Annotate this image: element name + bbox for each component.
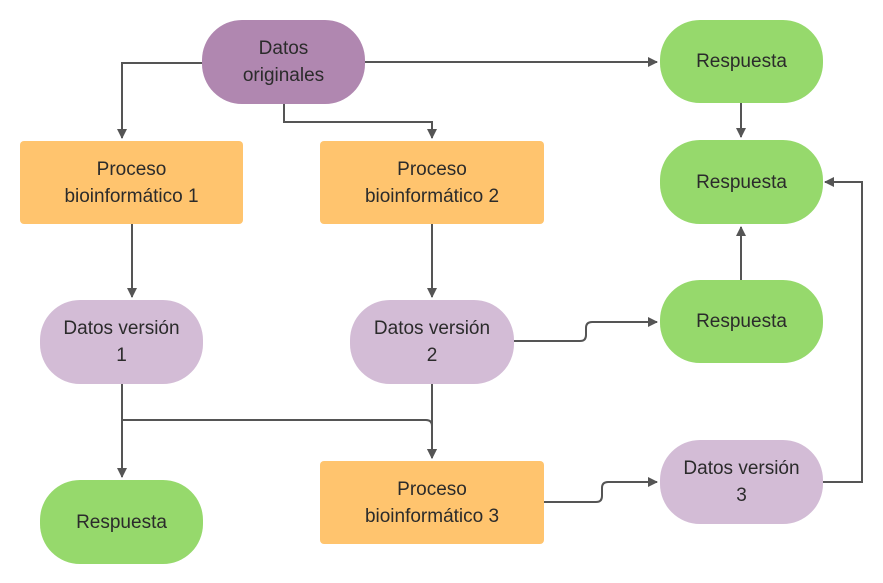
node-respuesta-b-label: Respuesta xyxy=(696,171,787,193)
node-proceso-1-label: Proceso bioinformático 1 xyxy=(64,158,199,207)
node-datos-originales: Datos originales xyxy=(202,20,365,104)
node-proceso-3: Proceso bioinformático 3 xyxy=(320,461,544,544)
node-respuesta-c: Respuesta xyxy=(660,280,823,363)
node-respuesta-a: Respuesta xyxy=(660,20,823,103)
node-proceso-1: Proceso bioinformático 1 xyxy=(20,141,243,224)
node-version-2: Datos versión 2 xyxy=(350,300,514,384)
node-respuesta-b: Respuesta xyxy=(660,140,823,224)
node-version-1: Datos versión 1 xyxy=(40,300,203,384)
node-respuesta-c-label: Respuesta xyxy=(696,311,787,332)
connector-version-3-to-respuesta-b xyxy=(822,177,863,483)
node-version-2-label: Datos versión 2 xyxy=(373,318,491,366)
node-version-1-label: Datos versión 1 xyxy=(63,318,180,366)
node-version-3: Datos versión 3 xyxy=(660,440,823,524)
connector-original-to-proceso-1 xyxy=(117,62,203,139)
connector-proceso-3-to-version-3 xyxy=(544,477,658,503)
node-respuesta-d-label: Respuesta xyxy=(76,511,167,533)
connector-original-to-proceso-2 xyxy=(283,104,437,139)
connector-version-1-to-proceso-3 xyxy=(122,419,437,459)
node-version-3-label: Datos versión 3 xyxy=(683,458,800,506)
connector-version-2-to-respuesta-c xyxy=(514,317,658,342)
node-proceso-3-label: Proceso bioinformático 3 xyxy=(364,478,500,527)
node-respuesta-a-label: Respuesta xyxy=(696,51,787,72)
node-proceso-2-label: Proceso bioinformático 2 xyxy=(364,158,500,207)
node-proceso-2: Proceso bioinformático 2 xyxy=(320,141,544,224)
node-datos-originales-label: Datos originales xyxy=(242,38,325,86)
node-respuesta-d: Respuesta xyxy=(40,480,203,564)
